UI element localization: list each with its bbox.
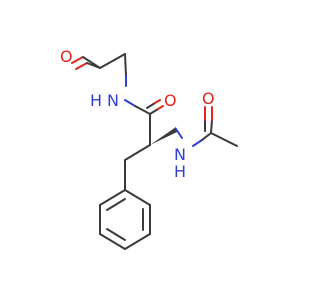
bond-ch2-down	[124, 53, 127, 77]
amide-nitrogen-label: N	[107, 91, 119, 110]
carbonyl-double-b	[146, 102, 156, 109]
aldehyde-double-bond-b	[75, 62, 88, 70]
carbonyl-double-a	[149, 108, 159, 115]
bond-acetyl-methyl	[210, 132, 238, 147]
bond-aldehyde-c-ch2	[99, 53, 126, 69]
stereo-wedge-bond	[150, 127, 177, 145]
acetamide-oxygen-label: O	[202, 89, 215, 108]
bond-alpha-ch2	[124, 144, 151, 161]
aldehyde-oxygen-label: O	[60, 47, 73, 66]
bond-wedge-to-n	[175, 128, 183, 139]
carbonyl-double-b-o	[154, 99, 161, 104]
acetamide-nitrogen-label: N	[174, 145, 186, 164]
acetamide-hydrogen-label: H	[174, 162, 186, 181]
ring-bond-1	[124, 189, 151, 206]
ring-inner-double-2	[106, 228, 126, 241]
ring-bond-4	[99, 233, 126, 250]
acetamide-double-a	[210, 119, 213, 134]
bond-n-carbonyl-a	[124, 99, 136, 107]
bond-acetamide-n-c-a	[192, 139, 203, 147]
carbonyl-double-a-o	[157, 105, 164, 110]
ring-bond-3	[124, 233, 151, 250]
ring-inner-double-3	[106, 198, 126, 211]
molecule-diagram: O N H O N H O	[60, 47, 238, 250]
carbonyl-oxygen-label: O	[164, 91, 177, 110]
aldehyde-double-bond-a	[71, 56, 84, 64]
ring-bond-6	[99, 189, 126, 206]
bond-n-carbonyl-b	[134, 105, 151, 115]
aldehyde-double-bond-b-c	[86, 62, 101, 69]
amide-hydrogen-label: H	[90, 91, 102, 110]
bond-acetamide-n-c-b	[201, 132, 212, 141]
